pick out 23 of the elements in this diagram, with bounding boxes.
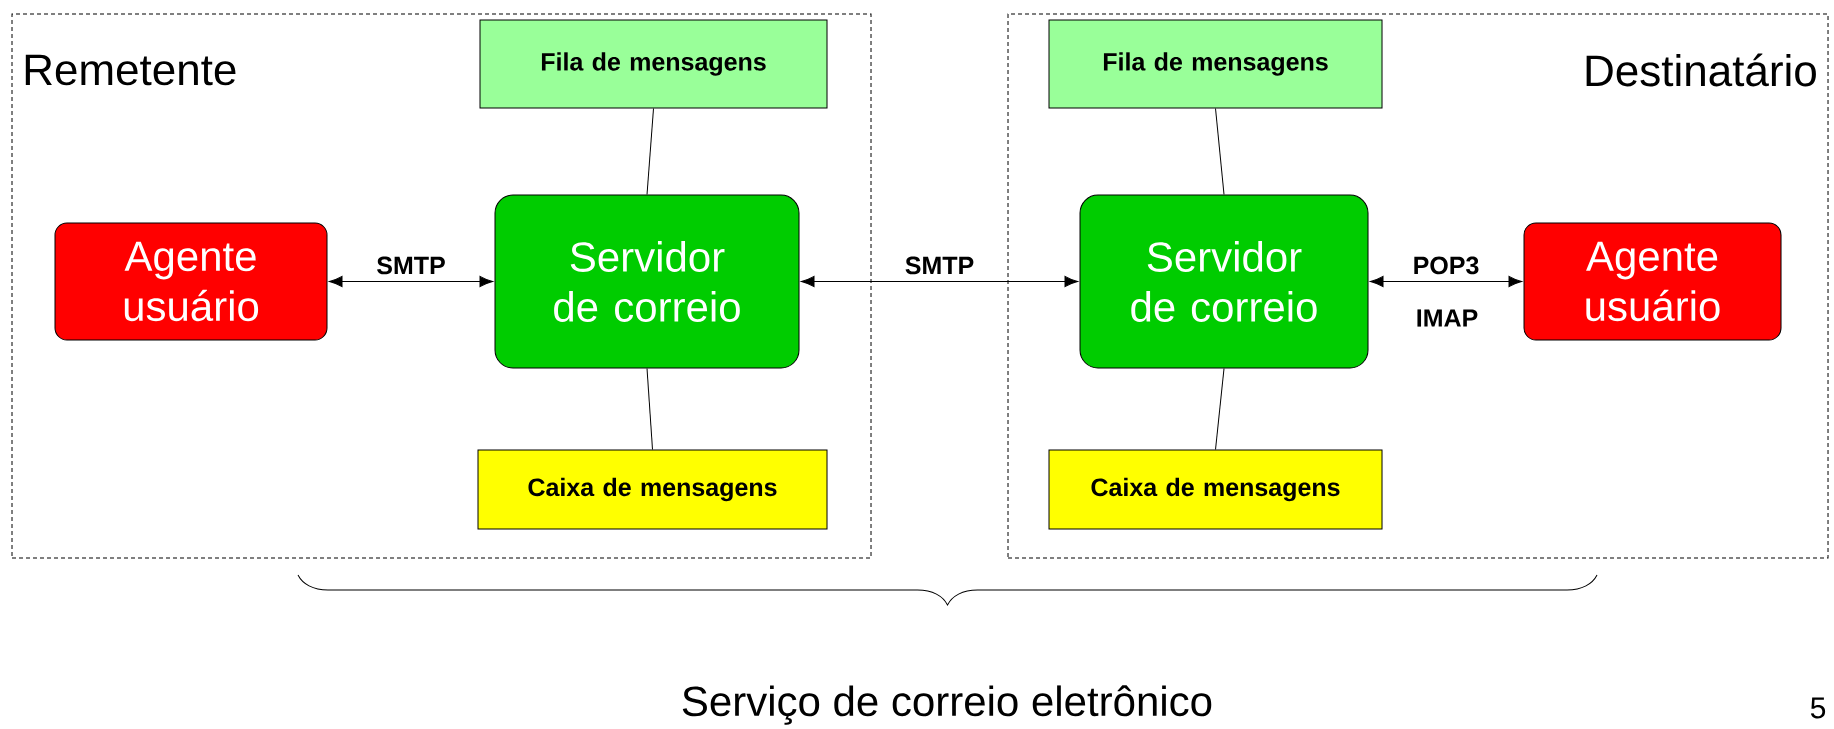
mail-server-box: Servidor de correio (1079, 194, 1369, 369)
edge-label: POP3 (1414, 256, 1479, 275)
message-queue-box: Fila de mensagens (1048, 19, 1383, 109)
connector-line (646, 108, 654, 195)
mail-server-box: Servidor de correio (494, 194, 800, 369)
arrow (1369, 275, 1523, 288)
arrow (800, 275, 1079, 288)
connector-line (1215, 368, 1225, 450)
edge-label: SMTP (905, 256, 974, 275)
edge-label: SMTP (377, 256, 445, 275)
page-number: 5 (1810, 697, 1826, 719)
protocol-label: IMAP (1417, 309, 1478, 327)
mailbox-box: Caixa de mensagens (477, 449, 828, 530)
connector-line (1215, 108, 1225, 195)
caption: Serviço de correio eletrônico (682, 685, 1212, 725)
message-queue-box: Fila de mensagens (479, 19, 828, 109)
connector-line (646, 368, 653, 450)
arrow (328, 275, 494, 288)
mailbox-box: Caixa de mensagens (1048, 449, 1383, 530)
user-agent-box: Agente usuário (54, 222, 328, 341)
heading: Remetente (25, 54, 236, 86)
heading: Destinatário (1586, 53, 1816, 87)
user-agent-box: Agente usuário (1523, 222, 1782, 341)
